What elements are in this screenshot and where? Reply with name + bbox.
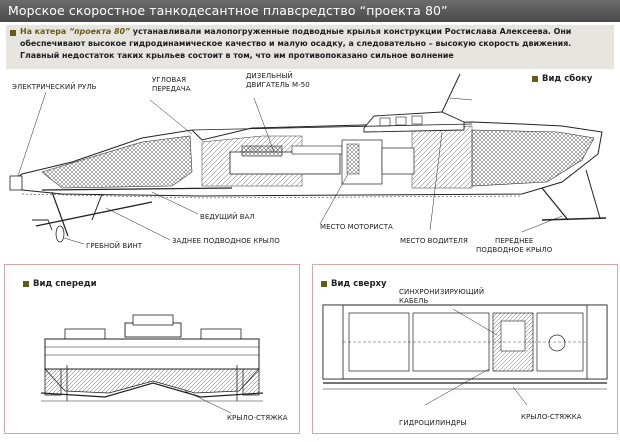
intro-box: На катера “проекта 80” устанавливали мал…	[6, 25, 614, 69]
label-driver-seat: МЕСТО ВОДИТЕЛЯ	[400, 237, 468, 245]
label-angle-gear: УГЛОВАЯ ПЕРЕДАЧА	[152, 76, 191, 93]
front-view-drawing	[40, 314, 264, 414]
intro-text: На катера “проекта 80” устанавливали мал…	[20, 26, 608, 63]
label-rear-foil: ЗАДНЕЕ ПОДВОДНОЕ КРЫЛО	[172, 237, 280, 245]
label-tie-foil-top: КРЫЛО-СТЯЖКА	[521, 413, 582, 421]
view-label-front: Вид спереди	[23, 279, 97, 289]
front-view-panel: Вид спереди КРЫЛО-СТЯЖКА	[4, 264, 300, 434]
intro-body: устанавливали малопогруженные подводные …	[20, 27, 572, 61]
intro-lead: На катера	[20, 27, 67, 36]
label-diesel-engine: ДИЗЕЛЬНЫЙ ДВИГАТЕЛЬ М-50	[246, 72, 310, 89]
label-propeller: ГРЕБНОЙ ВИНТ	[86, 242, 143, 250]
label-front-foil: ПЕРЕДНЕЕ ПОДВОДНОЕ КРЫЛО	[476, 237, 553, 254]
top-view-drawing	[322, 304, 608, 406]
label-electric-rudder: ЭЛЕКТРИЧЕСКИЙ РУЛЬ	[12, 83, 97, 91]
side-view-panel: ЭЛЕКТРИЧЕСКИЙ РУЛЬ УГЛОВАЯ ПЕРЕДАЧА ДИЗЕ…	[2, 70, 618, 256]
label-drive-shaft: ВЕДУЩИЙ ВАЛ	[200, 213, 255, 221]
intro-project: “проекта 80”	[69, 27, 131, 36]
view-label-top: Вид сверху	[321, 279, 387, 289]
label-sync-cable: СИНХРОНИЗИРУЮЩИЙ КАБЕЛЬ	[399, 288, 485, 305]
bullet-square-icon	[23, 281, 29, 287]
bullet-square-icon	[321, 281, 327, 287]
page-title: Морское скоростное танкодесантное плавср…	[8, 3, 448, 18]
label-tie-foil-front: КРЫЛО-СТЯЖКА	[227, 414, 288, 422]
label-hydrocylinders: ГИДРОЦИЛИНДРЫ	[399, 419, 467, 427]
title-bar: Морское скоростное танкодесантное плавср…	[0, 0, 620, 22]
bullet-square-icon	[532, 76, 538, 82]
side-view-drawing	[9, 73, 607, 245]
top-view-panel: Вид сверху СИНХРОНИЗИРУЮЩИЙ КАБЕЛЬ ГИДРО…	[312, 264, 618, 434]
view-label-side: Вид сбоку	[532, 74, 592, 84]
label-motorist-seat: МЕСТО МОТОРИСТА	[320, 223, 393, 231]
bullet-square-icon	[10, 30, 16, 36]
